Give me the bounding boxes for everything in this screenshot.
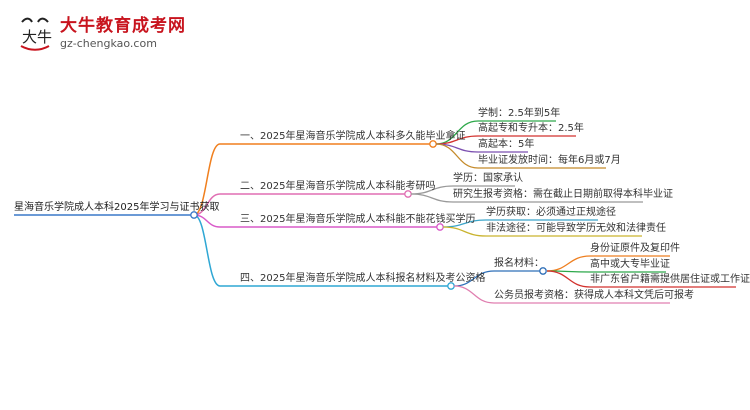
branch-3-label[interactable]: 三、2025年星海音乐学院成人本科能不能花钱买学历: [240, 214, 476, 225]
b2-child-2-edge: [410, 193, 643, 203]
root-topic[interactable]: 星海音乐学院成人本科2025年学习与证书获取: [14, 202, 220, 213]
b4-grandchild-2[interactable]: 高中或大专毕业证: [590, 259, 670, 270]
b4-grandchild-3-edge: [546, 270, 736, 288]
b3-child-2[interactable]: 非法途径：可能导致学历无效和法律责任: [486, 223, 666, 234]
b1-child-3[interactable]: 高起本：5年: [478, 139, 535, 150]
brand-name: 大牛教育成考网: [60, 16, 186, 36]
b2-child-1[interactable]: 学历：国家承认: [453, 173, 523, 184]
b1-child-2[interactable]: 高起专和专升本：2.5年: [478, 123, 584, 134]
root-to-branch-1: [193, 143, 221, 216]
b4-child-1-node[interactable]: [539, 267, 547, 275]
b3-child-1[interactable]: 学历获取：必须通过正规途径: [486, 207, 616, 218]
branch-4-label[interactable]: 四、2025年星海音乐学院成人本科报名材料及考公资格: [240, 273, 486, 284]
b4-grandchild-1[interactable]: 身份证原件及复印件: [590, 243, 680, 254]
b1-child-4[interactable]: 毕业证发放时间：每年6月或7月: [478, 155, 621, 166]
b4-child-1-edge: [453, 270, 540, 287]
b4-child-1[interactable]: 报名材料：: [494, 258, 544, 269]
bull-logo-icon: 大牛: [20, 17, 52, 51]
b3-child-2-edge: [442, 226, 642, 237]
root-node[interactable]: [190, 211, 198, 219]
b4-grandchild-2-edge: [546, 270, 666, 273]
b1-child-4-edge: [435, 143, 606, 169]
b1-child-1[interactable]: 学制：2.5年到5年: [478, 108, 561, 119]
root-to-branch-4: [193, 214, 221, 287]
b4-child-2[interactable]: 公务员报考资格：获得成人本科文凭后可报考: [494, 290, 694, 301]
branch-1-label[interactable]: 一、2025年星海音乐学院成人本科多久能毕业拿证: [240, 131, 466, 142]
brand-url: gz-chengkao.com: [60, 37, 157, 50]
b2-child-2[interactable]: 研究生报考资格：需在截止日期前取得本科毕业证: [453, 189, 673, 200]
b4-grandchild-3[interactable]: 非广东省户籍需提供居住证或工作证明: [590, 274, 750, 285]
b4-child-2-edge: [453, 285, 670, 304]
brand-logo[interactable]: 大牛 大牛教育成考网 gz-chengkao.com: [14, 15, 274, 55]
branch-2-label[interactable]: 二、2025年星海音乐学院成人本科能考研吗: [240, 181, 436, 192]
logo-mark-text: 大牛: [22, 28, 52, 46]
